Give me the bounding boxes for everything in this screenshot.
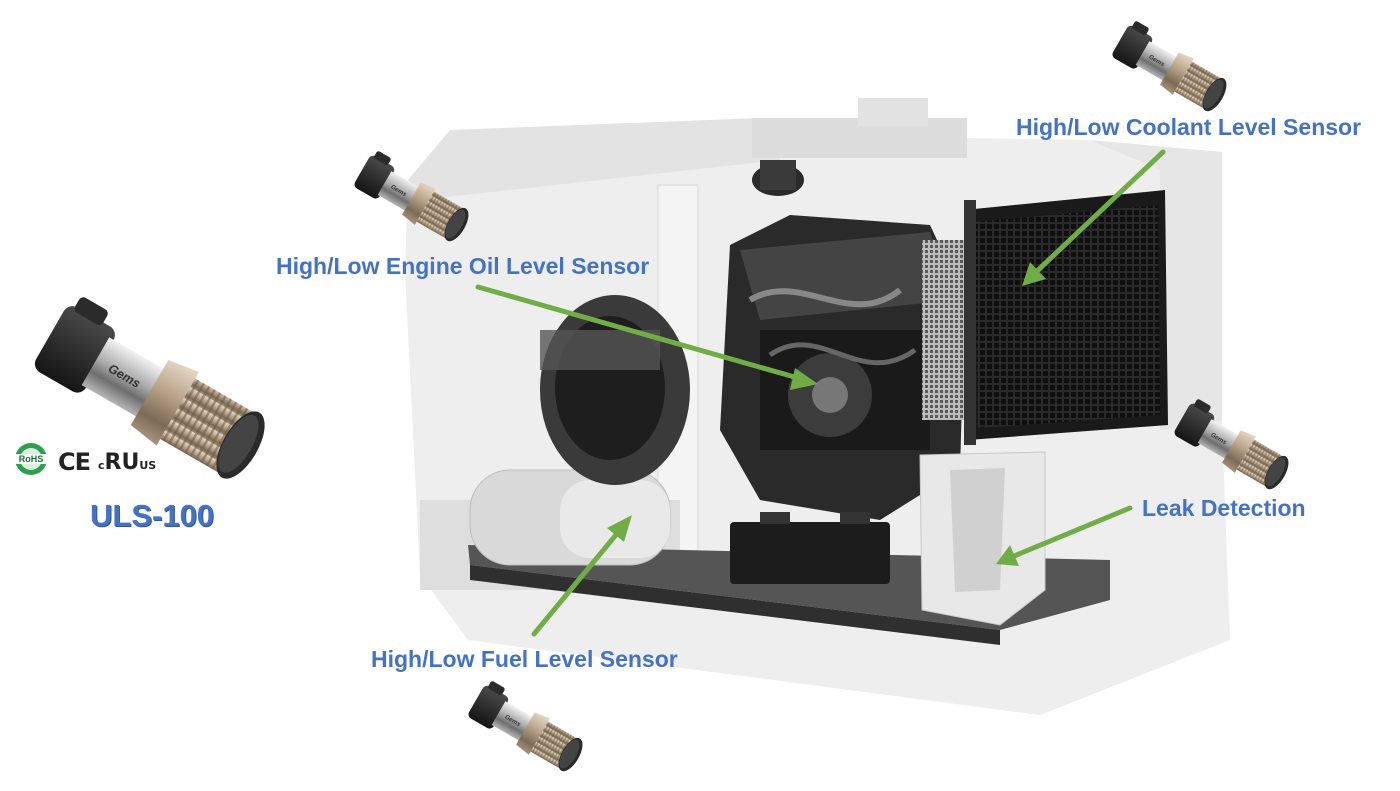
ul-c-text: c — [98, 459, 105, 472]
rohs-text: RoHS — [19, 454, 44, 464]
generator-illustration — [405, 98, 1230, 715]
ce-mark-icon: CE — [58, 448, 91, 476]
callout-arrows — [475, 149, 1166, 637]
label-fuel-sensor: High/Low Fuel Level Sensor — [371, 646, 678, 672]
level-sensor-icon — [465, 678, 591, 778]
rohs-icon: RoHS — [13, 443, 49, 475]
arrow-leak — [996, 505, 1133, 566]
level-sensor-icon — [1109, 18, 1235, 118]
arrow-oil — [475, 284, 818, 390]
label-coolant-sensor: High/Low Coolant Level Sensor — [1016, 114, 1362, 140]
ul-mark-icon: cRUUS — [98, 450, 156, 475]
arrow-fuel — [531, 515, 632, 637]
ul-us-text: US — [139, 459, 157, 472]
ul-mark-text: RU — [104, 450, 140, 475]
label-engine-oil-sensor: High/Low Engine Oil Level Sensor — [276, 253, 650, 279]
label-leak-detection: Leak Detection — [1142, 495, 1306, 521]
product-name: ULS-100 — [90, 498, 215, 533]
arrow-coolant — [1022, 149, 1166, 286]
